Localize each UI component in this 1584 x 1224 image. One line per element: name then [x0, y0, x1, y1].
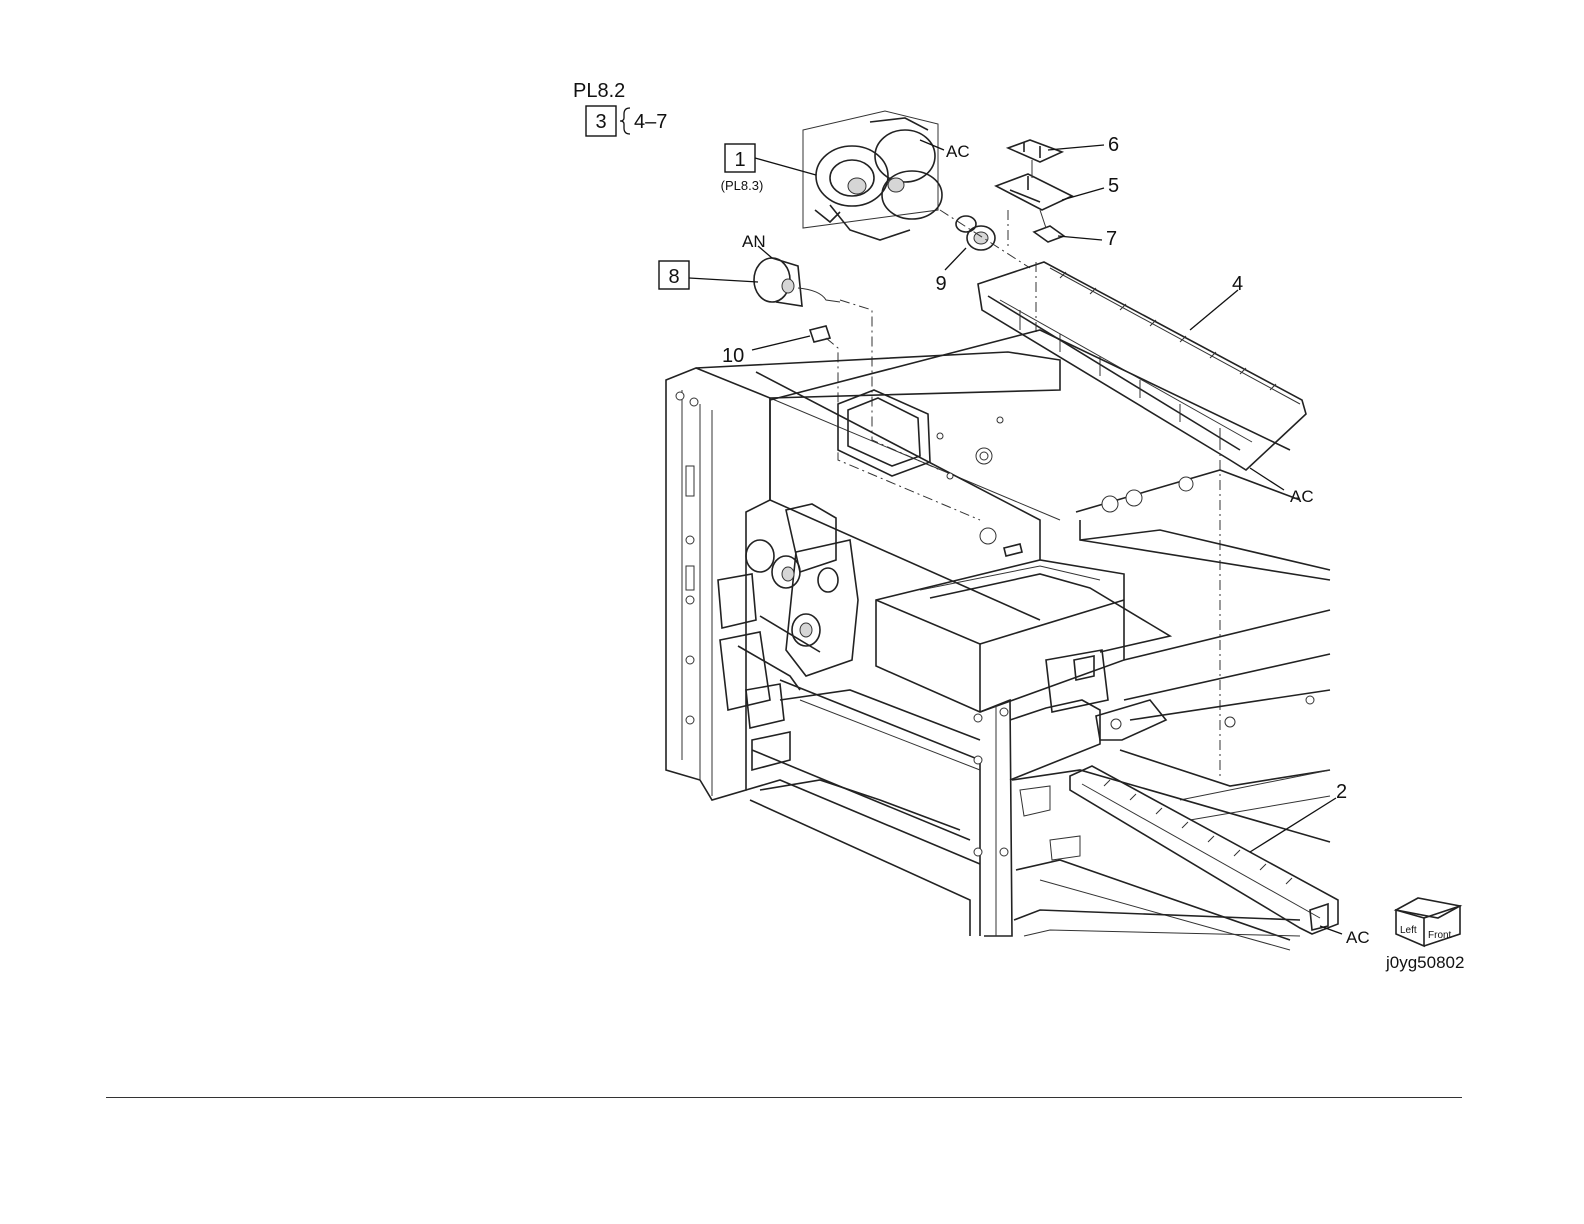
orientation-front-label: Front: [1428, 930, 1452, 941]
connector-part: [810, 326, 830, 342]
ac-top-label: AC: [946, 142, 970, 161]
ac-top-leader: [920, 140, 944, 150]
callout-8-leader: [689, 278, 758, 282]
callout-6-leader: [1048, 145, 1104, 150]
callout-7-number: 7: [1106, 228, 1117, 250]
callout-1-leader: [755, 158, 816, 175]
drive-assembly-part: [803, 111, 942, 240]
callout-1-number: 1: [734, 149, 745, 171]
callout-4-leader: [1190, 290, 1238, 330]
kit-range: 4–7: [634, 111, 667, 133]
lower-guide-part: [1070, 766, 1338, 934]
kit-item-number: 3: [595, 111, 606, 133]
callout-4-number: 4: [1232, 273, 1243, 295]
upper-guide-part: [978, 262, 1306, 470]
ac-right-label: AC: [1290, 487, 1314, 506]
callout-1-ref: (PL8.3): [721, 178, 764, 193]
footer-divider: [106, 1097, 1462, 1098]
orientation-left-label: Left: [1400, 925, 1417, 936]
gear-part: [940, 210, 1030, 268]
callout-2-leader: [1250, 798, 1336, 852]
motor-part: [754, 246, 840, 306]
callout-9-number: 9: [935, 273, 946, 295]
an-label: AN: [742, 232, 766, 251]
plate-id: PL8.2: [573, 80, 625, 102]
figure-id: j0yg50802: [1385, 953, 1464, 972]
callout-5-number: 5: [1108, 175, 1119, 197]
ac-right-leader: [1250, 468, 1284, 490]
alignment-lines: [826, 210, 1220, 778]
callout-8-number: 8: [668, 266, 679, 288]
kit-brace-icon: [620, 108, 630, 134]
callout-10-leader: [752, 336, 810, 350]
main-frame: [666, 330, 1330, 950]
callout-10-number: 10: [722, 345, 744, 367]
callout-9-leader: [945, 248, 966, 270]
bracket-stack-parts: [996, 140, 1072, 242]
callout-6-number: 6: [1108, 134, 1119, 156]
callout-7-leader: [1058, 236, 1102, 240]
ac-bottom-label: AC: [1346, 928, 1370, 947]
callout-2-number: 2: [1336, 781, 1347, 803]
orientation-cube-icon: Left Front: [1396, 898, 1460, 946]
